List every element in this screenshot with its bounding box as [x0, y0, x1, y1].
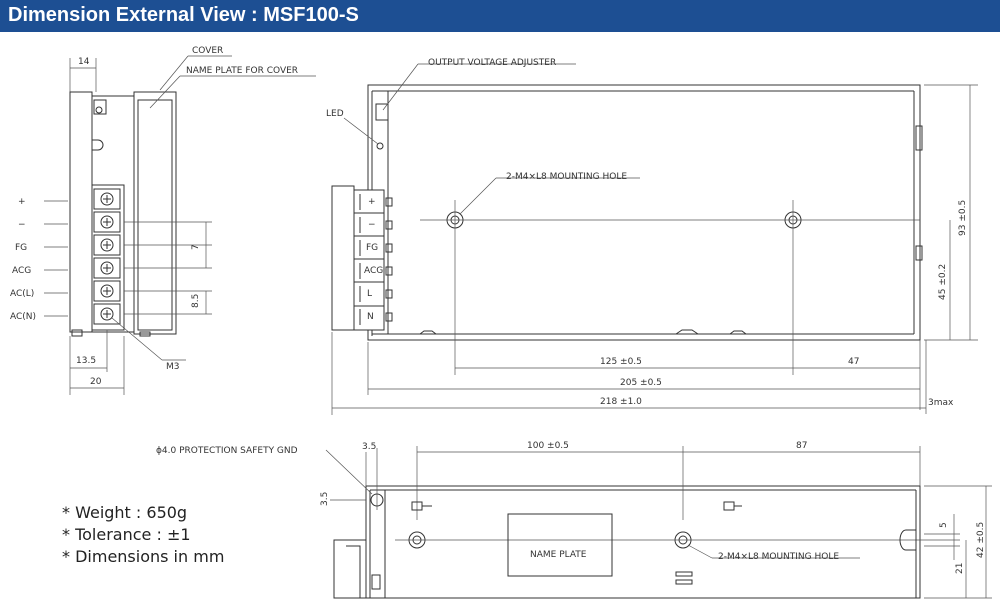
terminal-acg: ACG [12, 266, 31, 276]
block-label-acg: ACG [364, 266, 383, 276]
dim-87: 87 [796, 441, 807, 451]
block-label-n: N [367, 312, 374, 322]
block-label-fg: FG [366, 243, 378, 253]
label-cover: COVER [192, 46, 223, 56]
label-name-plate: NAME PLATE [530, 550, 587, 560]
label-led: LED [326, 109, 344, 119]
block-label-minus: − [368, 220, 376, 230]
terminal-acn: AC(N) [10, 312, 36, 322]
page-title: Dimension External View : MSF100-S [8, 4, 359, 26]
note-weight: * Weight : 650g [62, 503, 188, 522]
terminal-plus: + [18, 197, 26, 207]
dim-45: 45 ±0.2 [938, 264, 948, 300]
bottom-view: 3.5 3.5 ϕ4.0 PROTECTION SAFETY GND 100 ±… [156, 441, 992, 599]
dim-125: 125 ±0.5 [600, 357, 642, 367]
title-bar: Dimension External View : MSF100-S [0, 0, 1000, 32]
dim-218: 218 ±1.0 [600, 397, 642, 407]
spec-notes: * Weight : 650g * Tolerance : ±1 * Dimen… [62, 502, 224, 568]
dim-8-5: 8.5 [191, 294, 201, 308]
dim-42: 42 ±0.5 [976, 522, 986, 558]
dim-13-5: 13.5 [76, 356, 96, 366]
dim-5: 5 [939, 522, 949, 528]
label-output-adjuster: OUTPUT VOLTAGE ADJUSTER [428, 58, 556, 68]
terminal-minus: − [18, 220, 26, 230]
side-view: 14 + − FG ACG [10, 46, 316, 395]
label-mounting-hole-bottom: 2-M4×L8 MOUNTING HOLE [718, 552, 839, 562]
note-dimensions: * Dimensions in mm [62, 547, 225, 566]
note-tolerance: * Tolerance : ±1 [62, 525, 191, 544]
dim-47: 47 [848, 357, 859, 367]
dim-100: 100 ±0.5 [527, 441, 569, 451]
dim-14: 14 [78, 57, 90, 67]
dim-93: 93 ±0.5 [958, 200, 968, 236]
front-view: OUTPUT VOLTAGE ADJUSTER LED + − FG ACG L… [326, 58, 978, 415]
dim-3-5-h: 3.5 [362, 442, 376, 452]
block-label-l: L [367, 289, 372, 299]
dim-3-5-v: 3.5 [320, 492, 330, 506]
dim-20: 20 [90, 377, 102, 387]
dim-7: 7 [191, 244, 201, 250]
label-mounting-hole-front: 2-M4×L8 MOUNTING HOLE [506, 172, 627, 182]
label-m3: M3 [166, 362, 180, 372]
dim-3max: 3max [928, 398, 954, 408]
label-name-plate-cover: NAME PLATE FOR COVER [186, 66, 298, 76]
label-gnd: ϕ4.0 PROTECTION SAFETY GND [156, 446, 298, 456]
dim-21: 21 [955, 563, 965, 574]
dim-205: 205 ±0.5 [620, 378, 662, 388]
terminal-fg: FG [15, 243, 27, 253]
block-label-plus: + [368, 197, 376, 207]
terminal-acl: AC(L) [10, 289, 34, 299]
